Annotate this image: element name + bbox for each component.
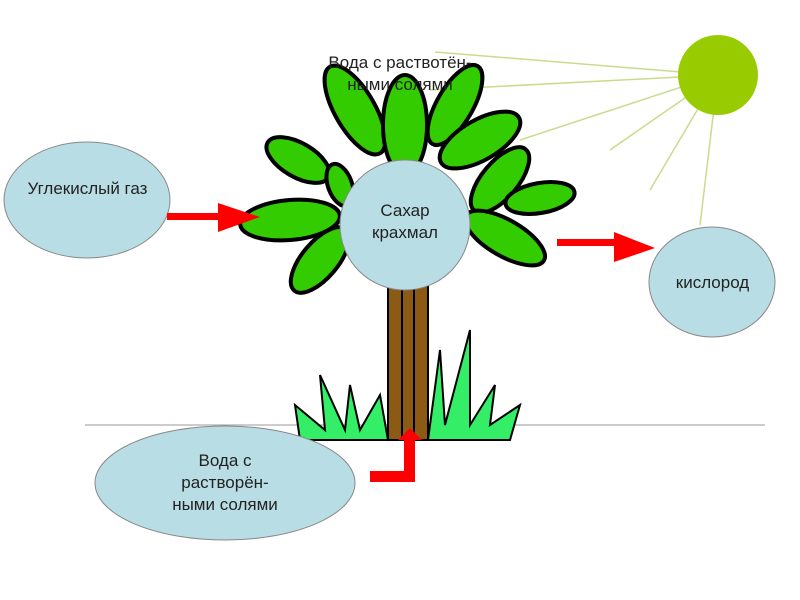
water-label: Вода с растворён- ными солями bbox=[95, 450, 355, 516]
co2-label: Углекислый газ bbox=[27, 179, 148, 198]
water-line3: ными солями bbox=[172, 495, 278, 514]
sun bbox=[678, 35, 758, 115]
water-line1: Вода с bbox=[198, 451, 252, 470]
sugar-label: Сахар крахмал bbox=[340, 200, 470, 244]
co2-ellipse bbox=[3, 141, 171, 259]
oxygen-ellipse bbox=[648, 226, 776, 338]
hidden-line2: ными солями bbox=[347, 75, 453, 94]
oxygen-label: кислород bbox=[675, 273, 750, 292]
hidden-line1: Вода с раствотён- bbox=[328, 53, 472, 72]
sugar-line1: Сахар bbox=[380, 201, 430, 220]
hidden-water-label: Вода с раствотён- ными солями bbox=[300, 52, 500, 96]
sugar-ellipse bbox=[339, 159, 471, 291]
leaves bbox=[238, 63, 577, 295]
water-line2: растворён- bbox=[181, 473, 269, 492]
grass bbox=[293, 329, 522, 441]
sugar-line2: крахмал bbox=[372, 223, 438, 242]
arrows bbox=[167, 203, 655, 482]
trunk bbox=[387, 269, 429, 441]
water-ellipse bbox=[94, 425, 356, 541]
